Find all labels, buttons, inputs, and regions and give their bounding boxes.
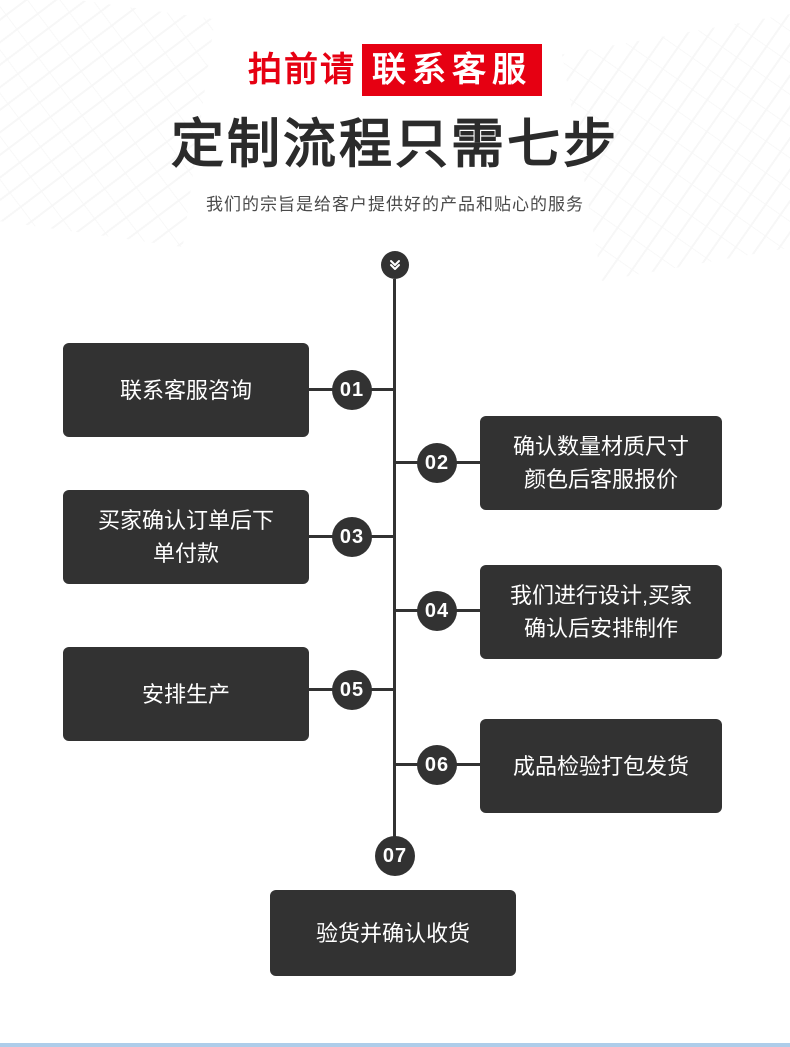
notice-highlight-text: 联系客服	[362, 44, 542, 96]
step-box-7: 验货并确认收货	[270, 890, 516, 976]
step-number-7: 07	[375, 836, 415, 876]
contact-notice: 拍前请联系客服	[0, 44, 790, 96]
step-number-1: 01	[332, 370, 372, 410]
step-box-1: 联系客服咨询	[63, 343, 309, 437]
step-number-6: 06	[417, 745, 457, 785]
notice-prefix-text: 拍前请	[248, 51, 356, 89]
page-subtitle: 我们的宗旨是给客户提供好的产品和贴心的服务	[206, 195, 584, 214]
step-box-4: 我们进行设计,买家确认后安排制作	[480, 565, 722, 659]
step-box-5: 安排生产	[63, 647, 309, 741]
step-box-2: 确认数量材质尺寸颜色后客服报价	[480, 416, 722, 510]
step-number-2: 02	[417, 443, 457, 483]
step-number-4: 04	[417, 591, 457, 631]
step-box-3: 买家确认订单后下单付款	[63, 490, 309, 584]
page-title: 定制流程只需七步	[171, 115, 619, 174]
flow-spine-line	[393, 279, 396, 856]
flow-start-marker	[381, 251, 409, 279]
footer-divider	[0, 1043, 790, 1047]
step-box-6: 成品检验打包发货	[480, 719, 722, 813]
chevron-down-icon	[388, 258, 402, 272]
step-number-5: 05	[332, 670, 372, 710]
step-number-3: 03	[332, 517, 372, 557]
